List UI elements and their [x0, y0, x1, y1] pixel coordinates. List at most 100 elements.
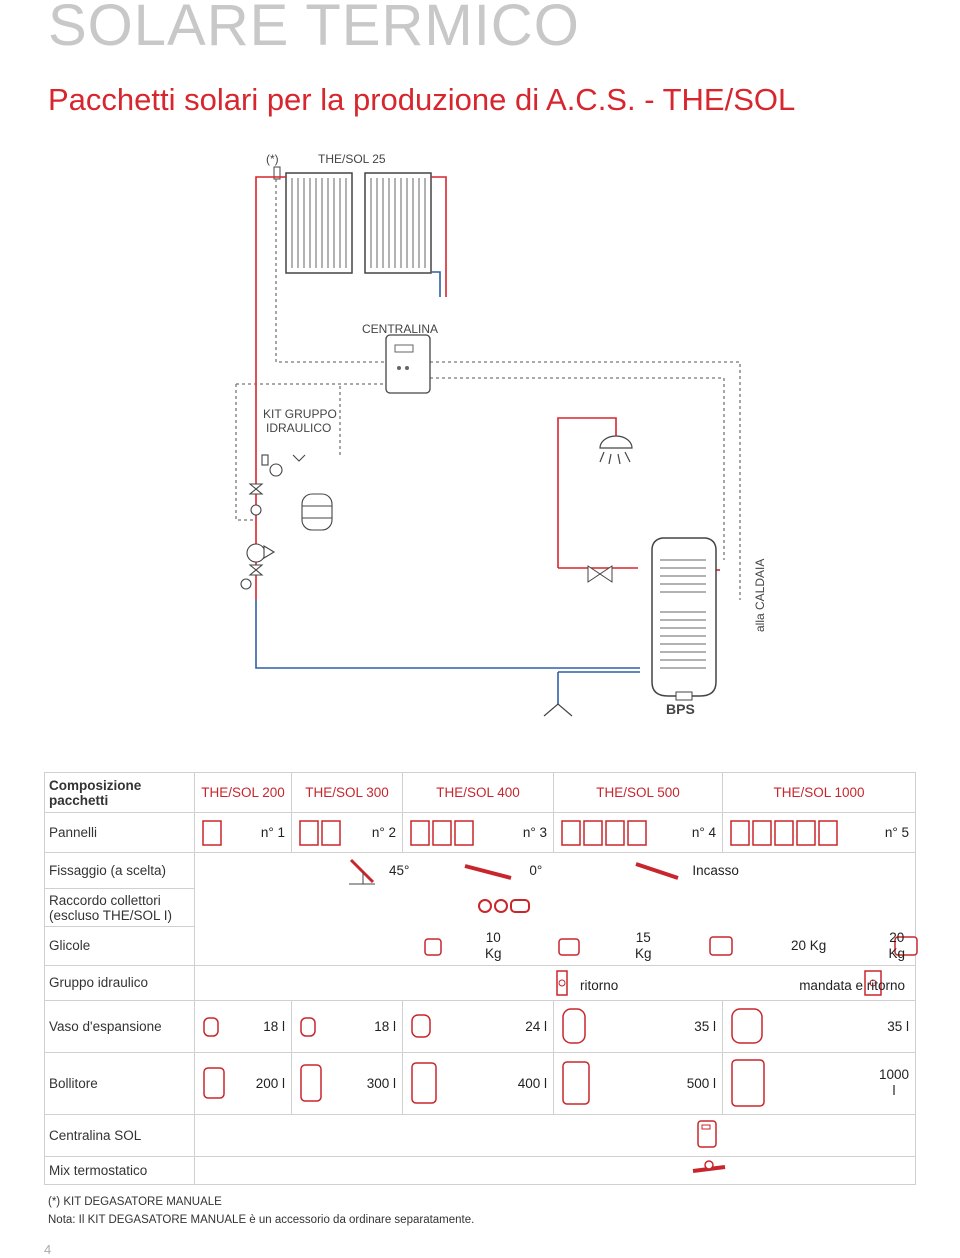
- controller-icon: [385, 334, 431, 394]
- mixing-valve-icon: [587, 565, 613, 583]
- row-label-mix: Mix termostatico: [44, 1155, 195, 1185]
- mount-0-icon: [464, 863, 512, 880]
- page-header-title: SOLARE TERMICO: [48, 0, 580, 58]
- glycol-can-icon: [558, 937, 580, 956]
- pannelli-value: n° 3: [522, 825, 547, 840]
- model-header-400: THE/SOL 400: [402, 772, 554, 813]
- hydraulic-kit-components: [240, 454, 333, 590]
- pannelli-value: n° 4: [691, 825, 716, 840]
- hot-flow-pipe: [255, 176, 720, 600]
- solar-panel-left: [285, 172, 353, 274]
- panel-icon: [561, 819, 647, 846]
- pannelli-value: n° 5: [884, 825, 909, 840]
- page-subtitle: Pacchetti solari per la produzione di A.…: [48, 82, 796, 117]
- glycol-can-icon: [709, 935, 733, 956]
- expansion-vessel-icon: [731, 1008, 763, 1044]
- boiler-side-label: alla CALDAIA: [753, 559, 767, 632]
- tank-icon: [731, 1059, 765, 1107]
- gruppo-v2: mandata e ritorno: [799, 977, 905, 993]
- tank-icon: [562, 1061, 590, 1105]
- row-label-glicole: Glicole: [44, 926, 195, 966]
- solar-panel-right: [364, 172, 432, 274]
- panel-icon: [202, 819, 222, 846]
- glicole-v3: 20 Kg: [791, 938, 827, 953]
- degas-valve-icon: [273, 166, 281, 180]
- composition-label-line-1: Composizione: [49, 777, 142, 793]
- gruppo-v1: ritorno: [580, 977, 619, 993]
- glicole-v2: 15: [635, 929, 651, 945]
- expansion-vessel-icon: [562, 1008, 586, 1044]
- row-label-vaso: Vaso d'espansione: [44, 999, 195, 1053]
- degas-label: (*): [266, 152, 279, 166]
- vaso-value: 35 l: [694, 1018, 716, 1034]
- pump-group-icon: [864, 969, 882, 996]
- control-wiring: [235, 179, 741, 600]
- solar-system-diagram: (*) THE/SOL 25 CENTRALINA KIT GRUPPO IDR…: [235, 152, 767, 717]
- bollitore-value: 300 l: [366, 1075, 396, 1091]
- mount-45-icon: [349, 858, 375, 885]
- cold-flow-pipe: [255, 271, 640, 705]
- glicole-v1: 10: [485, 929, 501, 945]
- model-header-300: THE/SOL 300: [291, 772, 403, 813]
- bollitore-value: 500 l: [686, 1075, 716, 1091]
- page-number: 4: [44, 1242, 52, 1257]
- row-label-raccordo: Raccordo collettori(escluso THE/SOL I): [44, 888, 195, 927]
- row-label-gruppo: Gruppo idraulico: [44, 964, 195, 1001]
- tank-label: BPS: [666, 701, 695, 717]
- vaso-value: 18 l: [263, 1018, 285, 1034]
- model-header-1000: THE/SOL 1000: [722, 772, 916, 813]
- tank-icon: [411, 1062, 437, 1104]
- pannelli-value: n° 2: [371, 825, 396, 840]
- hydraulic-kit-label-2: IDRAULICO: [266, 421, 331, 435]
- vaso-value: 18 l: [374, 1018, 396, 1034]
- model-header-200: THE/SOL 200: [194, 772, 292, 813]
- glicole-v1-unit: Kg: [485, 945, 502, 961]
- bollitore-value: 200 l: [255, 1075, 285, 1091]
- panel-icon: [730, 819, 838, 846]
- panels-label: THE/SOL 25: [318, 152, 386, 166]
- glicole-v4-unit: Kg: [888, 945, 905, 961]
- mount-0-label: 0°: [529, 863, 543, 879]
- controller-label: CENTRALINA: [362, 322, 438, 336]
- storage-tank-icon: [651, 537, 717, 701]
- bollitore-value: 400 l: [517, 1075, 547, 1091]
- glycol-can-icon: [424, 937, 442, 956]
- collector-fittings-icon: [478, 899, 530, 913]
- composition-label-line-2: pacchetti: [49, 792, 109, 808]
- thermostatic-mixer-icon: [692, 1159, 726, 1173]
- row-label-pannelli: Pannelli: [44, 812, 195, 853]
- row-label-centralina: Centralina SOL: [44, 1113, 195, 1157]
- controller-unit-icon: [697, 1119, 717, 1148]
- glicole-v4: 20: [889, 929, 905, 945]
- model-header-500: THE/SOL 500: [553, 772, 723, 813]
- bollitore-last-line-1: 1000: [878, 1067, 909, 1082]
- pump-group-icon: [556, 969, 568, 996]
- glicole-v2-unit: Kg: [635, 945, 652, 961]
- tank-icon: [203, 1067, 225, 1099]
- footnote-1: (*) KIT DEGASATORE MANUALE: [48, 1196, 222, 1208]
- mount-recessed-label: Incasso: [692, 863, 739, 879]
- shower-icon: [599, 435, 633, 465]
- expansion-vessel-icon: [411, 1014, 431, 1038]
- glycol-can-icon: [894, 935, 918, 956]
- expansion-vessel-icon: [203, 1017, 219, 1037]
- vaso-value: 35 l: [887, 1018, 909, 1034]
- raccordo-label-line-2: (escluso THE/SOL I): [49, 907, 173, 923]
- row-label-fissaggio: Fissaggio (a scelta): [44, 852, 195, 889]
- bollitore-last-line-2: l: [892, 1083, 896, 1098]
- raccordo-label-line-1: Raccordo collettori: [49, 892, 161, 908]
- pannelli-value: n° 1: [260, 825, 285, 840]
- row-label-bollitore: Bollitore: [44, 1051, 195, 1115]
- vaso-value: 24 l: [525, 1018, 547, 1034]
- hydraulic-kit-label-1: KIT GRUPPO: [263, 407, 337, 421]
- mount-recessed-icon: [635, 861, 679, 880]
- tank-icon: [300, 1064, 322, 1102]
- mount-45-label: 45°: [389, 863, 410, 879]
- footnote-2: Nota: Il KIT DEGASATORE MANUALE è un acc…: [48, 1214, 475, 1226]
- panel-icon: [410, 819, 474, 846]
- panel-icon: [299, 819, 341, 846]
- expansion-vessel-icon: [300, 1017, 316, 1037]
- water-inlet-icon: [543, 703, 573, 717]
